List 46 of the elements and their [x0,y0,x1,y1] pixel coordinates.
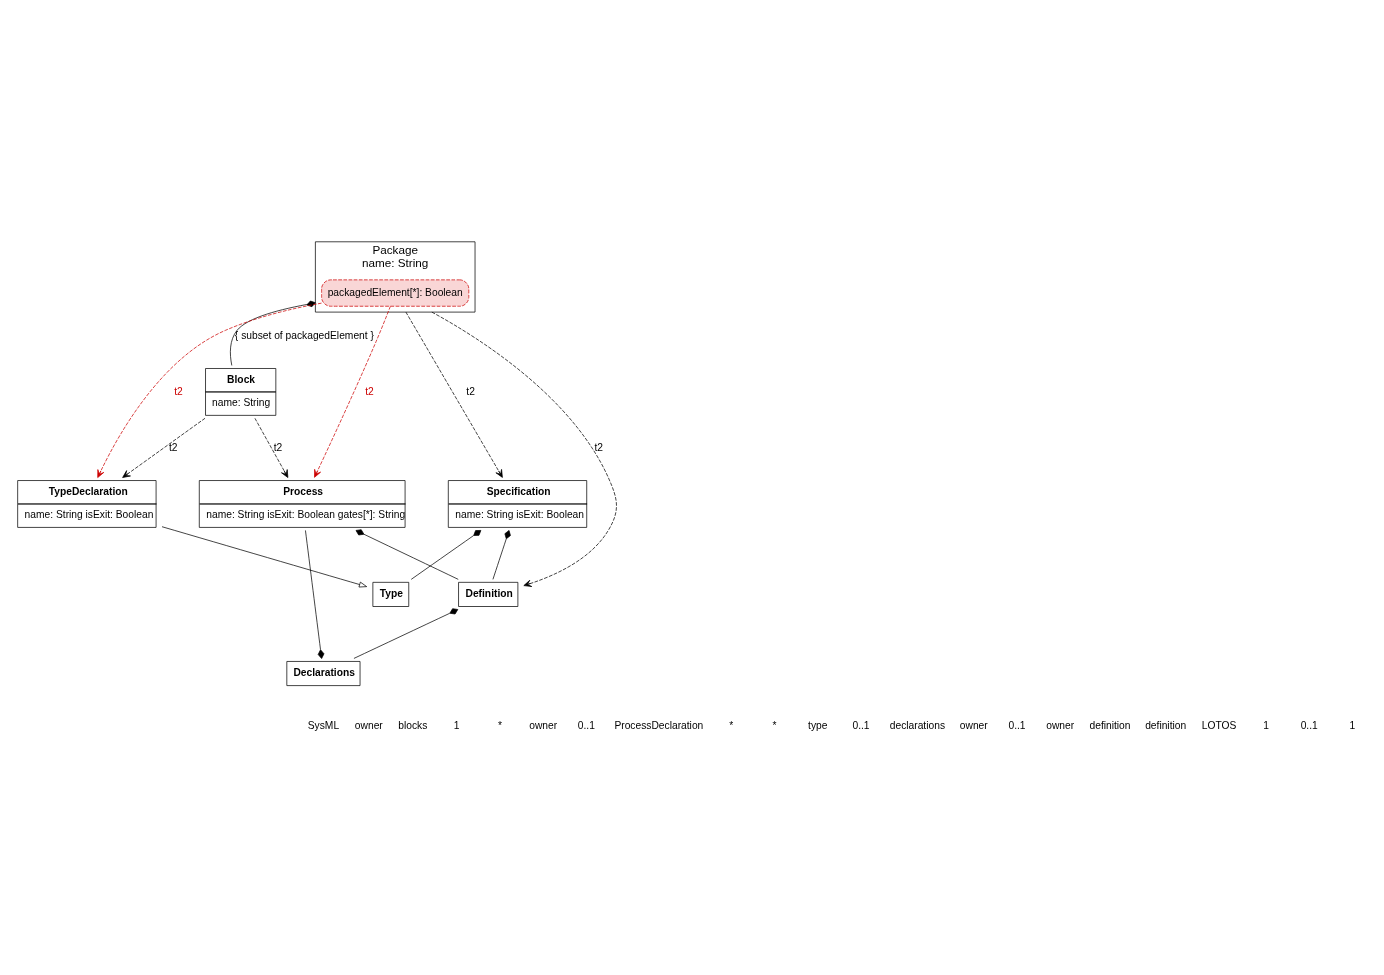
node-box: packagedElement[*]: Boolean [321,279,470,307]
connector [353,608,459,659]
label: owner [959,719,988,731]
label: 1 [1263,719,1269,731]
label: 0..1 [577,719,595,731]
arrow [254,417,289,478]
edge-label: t2 [594,441,604,453]
label: blocks [398,719,428,731]
label: * [729,719,734,731]
arrow [97,302,322,478]
label: definition [1145,719,1187,731]
arrow [122,417,206,478]
connector [230,300,316,366]
connector [410,530,482,580]
label: * [772,719,777,731]
label: LOTOS [1201,719,1237,731]
edge-label: t2 [169,441,178,453]
arrow [314,306,391,478]
arrow [405,311,503,478]
label: owner [1046,719,1075,731]
label: definition [1089,719,1131,731]
label: type [808,719,828,731]
label: * [497,719,502,731]
label: owner [529,719,558,731]
edge-label: t2 [273,441,283,453]
label: 0..1 [1300,719,1318,731]
connector [355,529,459,580]
label: owner [354,719,383,731]
label: 1 [453,719,460,731]
edge-label: { subset of packagedElement } [234,329,374,341]
node-box: Type [372,581,410,607]
edge-label: t2 [466,385,475,397]
node-box: Declarations [286,661,361,686]
edge-label: t2 [365,385,374,397]
label: SysML [307,719,340,731]
connector [305,530,325,659]
arrow [161,526,368,588]
label: 0..1 [1008,719,1026,731]
label: ProcessDeclaration [614,719,704,731]
label: 0..1 [852,719,870,731]
label: 1 [1349,719,1356,731]
edge-label: t2 [174,385,183,397]
connector [492,530,511,580]
label: declarations [889,719,946,731]
arrow [431,311,617,587]
node-box: Definition [458,581,519,607]
